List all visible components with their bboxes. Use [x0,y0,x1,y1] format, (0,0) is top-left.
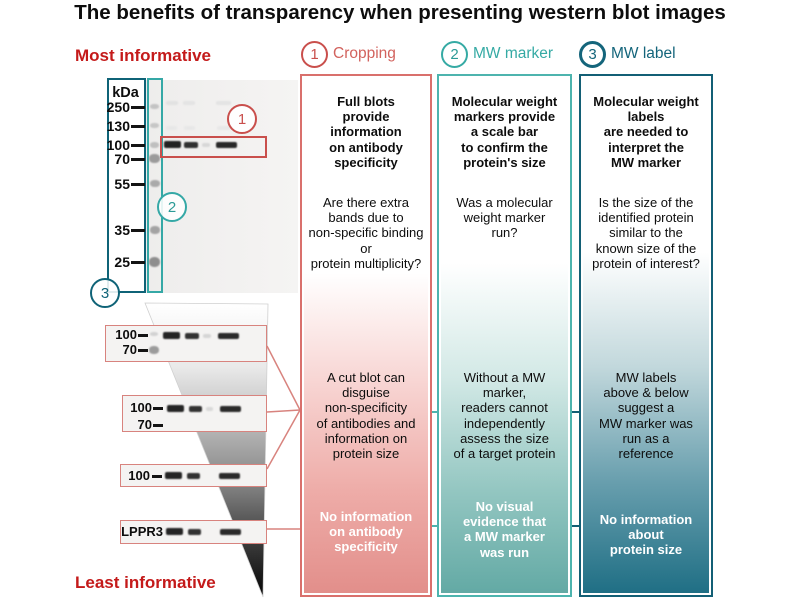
figure-title: The benefits of transparency when presen… [74,1,726,24]
marker-blob [149,257,160,267]
crop-region-box [160,136,267,158]
mw-label-25: 25 [114,254,130,270]
column-mw-label: Molecular weight labels are needed to in… [579,74,713,597]
marker-blob [150,180,160,187]
callout-circle-1: 1 [227,104,257,134]
crop3-label-100: 100 [128,468,150,483]
marker-blob [150,226,160,234]
mw-tick [131,229,145,232]
marker-blob [150,332,158,336]
mw-tick [138,334,148,337]
mw-label-55: 55 [114,176,130,192]
connector-line [266,409,301,413]
mw-tick [131,144,145,147]
blot-band [206,407,213,411]
blot-band [203,334,211,338]
crop4-label-lppr3: LPPR3 [121,524,163,539]
mw-label-250: 250 [106,99,130,115]
blot-band [202,143,210,147]
blot-band [188,529,201,535]
cropping-consequence-text: A cut blot can disguise non-specificity … [316,370,416,462]
mw-label-box: kDa [107,78,146,293]
mw-label-consequence-text: MW labels above & below suggest a MW mar… [599,370,693,462]
marker-blob [150,104,159,109]
blot-band [166,528,183,535]
column-mw-marker: Molecular weight markers provide a scale… [437,74,572,597]
header-circle-3: 3 [579,41,606,68]
cropped-blot-2 [122,395,267,432]
mw-label-question-text: Is the size of the identified protein si… [592,195,700,271]
cropping-question-text: Are there extra bands due to non-specifi… [308,195,424,271]
mw-marker-consequence-text: Without a MW marker, readers cannot inde… [453,370,556,462]
blot-band [184,126,195,130]
mw-tick [131,106,145,109]
crop2-label-70: 70 [137,417,152,432]
mw-tick [153,407,163,410]
header-label-cropping: Cropping [333,45,396,62]
blot-band [166,101,178,105]
crop2-label-100: 100 [130,400,152,415]
column-cropping: Full blots provide information on antibo… [300,74,432,597]
blot-band [185,333,199,339]
blot-band [216,142,237,148]
header-circle-1: 1 [301,41,328,68]
callout-circle-2: 2 [157,192,187,222]
marker-blob [150,123,159,128]
mw-label-100: 100 [106,137,130,153]
mw-label-warning-text: No information about protein size [599,512,693,558]
blot-band [184,142,198,148]
blot-band [183,101,195,105]
mw-marker-warning-text: No visual evidence that a MW marker was … [462,499,547,560]
header-circle-2: 2 [441,41,468,68]
least-informative-label: Least informative [75,573,216,592]
full-blot-image [146,80,298,293]
blot-band [163,332,180,339]
blot-band [220,529,241,535]
header-label-mw-label: MW label [611,45,676,62]
mw-tick [131,125,145,128]
blot-band [187,473,200,479]
blot-band [219,473,240,479]
mw-marker-lane-box [147,78,163,293]
callout-circle-3: 3 [90,278,120,308]
marker-blob [149,154,160,163]
connector-line [266,345,301,411]
connector-line [266,409,301,470]
mw-label-70: 70 [114,151,130,167]
blot-band [217,126,231,130]
blot-band [220,406,241,412]
cropping-warning-text: No information on antibody specificity [319,509,413,555]
most-informative-label: Most informative [75,46,212,65]
marker-blob [150,142,159,148]
mw-tick [138,349,148,352]
mw-label-130: 130 [106,118,130,134]
blot-band [218,333,239,339]
mw-tick [131,183,145,186]
blot-band [164,141,181,148]
blot-band [189,406,202,412]
crop1-label-100: 100 [115,327,137,342]
mw-tick [131,261,145,264]
mw-marker-question-text: Was a molecular weight marker run? [456,195,553,241]
marker-blob [149,346,159,354]
mw-marker-benefit-text: Molecular weight markers provide a scale… [451,94,558,170]
mw-tick [153,424,163,427]
mw-tick [152,475,162,478]
header-label-mw-marker: MW marker [473,45,554,62]
kda-unit-label: kDa [112,85,139,101]
mw-label-35: 35 [114,222,130,238]
blot-band [166,126,177,130]
mw-tick [131,158,145,161]
cropping-benefit-text: Full blots provide information on antibo… [329,94,403,170]
blot-band [216,101,231,105]
blot-band [167,405,184,412]
mw-label-benefit-text: Molecular weight labels are needed to in… [593,94,699,170]
crop1-label-70: 70 [122,342,137,357]
blot-band [165,472,182,479]
cropped-blot-1 [105,325,267,362]
